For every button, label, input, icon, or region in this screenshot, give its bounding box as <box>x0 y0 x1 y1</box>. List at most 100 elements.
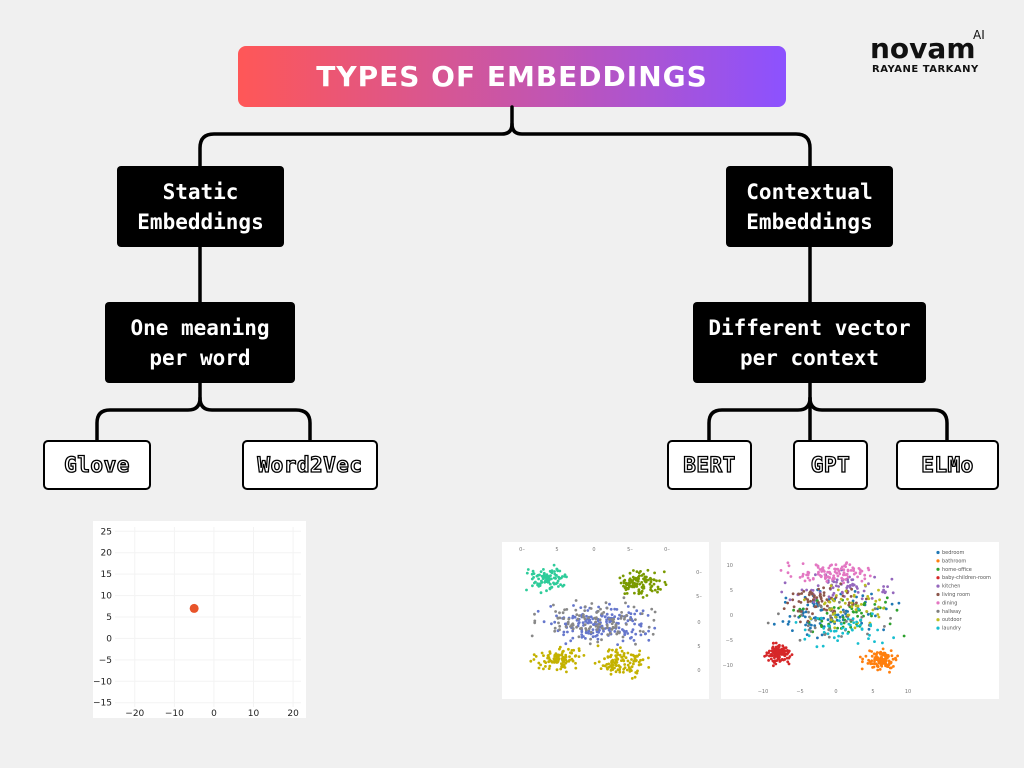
cluster-point <box>881 647 885 651</box>
cluster-point <box>643 579 647 583</box>
cluster-point <box>831 586 835 590</box>
cluster-point <box>620 611 623 614</box>
cluster-point <box>890 602 894 606</box>
cluster-point <box>870 659 874 663</box>
y-tick-label: 10 <box>727 563 733 569</box>
cluster-point <box>641 596 645 599</box>
cluster-point <box>815 645 819 649</box>
cluster-point <box>828 608 832 612</box>
cluster-point <box>565 608 569 611</box>
cluster-point <box>813 605 817 609</box>
cluster-point <box>807 628 811 632</box>
cluster-point <box>807 571 811 575</box>
cluster-point <box>632 569 635 572</box>
cluster-point <box>845 572 849 576</box>
cluster-point <box>552 581 555 585</box>
cluster-point <box>615 608 619 611</box>
cluster-point <box>866 595 870 598</box>
cluster-point <box>625 629 628 633</box>
cluster-point <box>782 607 786 610</box>
cluster-point <box>631 585 635 588</box>
cluster-point <box>850 605 854 609</box>
cluster-point <box>642 572 645 576</box>
cluster-point <box>867 627 871 631</box>
cluster-point <box>567 617 571 621</box>
cluster-point <box>803 615 807 619</box>
cluster-point <box>600 614 604 618</box>
cluster-point <box>571 627 575 631</box>
cluster-point <box>617 622 620 625</box>
cluster-point <box>876 665 880 668</box>
cluster-point <box>531 584 534 588</box>
cluster-point <box>817 570 820 574</box>
cluster-point <box>656 590 659 594</box>
cluster-point <box>787 564 791 568</box>
cluster-point <box>825 608 828 612</box>
cluster-point <box>624 601 627 605</box>
cluster-point <box>549 570 553 574</box>
cluster-point <box>836 574 840 578</box>
cluster-point <box>554 610 557 613</box>
cluster-point <box>822 594 826 597</box>
cluster-point <box>873 607 877 611</box>
cluster-point <box>856 624 859 628</box>
cluster-point <box>851 628 854 632</box>
cluster-point <box>870 614 873 618</box>
cluster-point <box>850 578 854 582</box>
cluster-point <box>564 642 568 646</box>
cluster-point <box>853 590 857 593</box>
cluster-point <box>841 594 845 598</box>
cluster-point <box>806 624 810 628</box>
cluster-point <box>595 611 599 614</box>
cluster-point <box>637 575 640 579</box>
cluster-point <box>834 563 838 567</box>
cluster-point <box>659 588 662 591</box>
cluster-point <box>576 617 580 621</box>
cluster-point <box>555 574 558 577</box>
cluster-point <box>770 649 774 653</box>
cluster-point <box>608 602 611 606</box>
cluster-point <box>832 636 836 640</box>
cluster-point <box>863 601 866 605</box>
cluster-point <box>805 588 808 592</box>
x-tick-label: 0 <box>834 689 837 695</box>
cluster-point <box>808 578 812 582</box>
cluster-point <box>796 609 800 613</box>
cluster-point <box>568 658 571 662</box>
cluster-point <box>787 662 791 666</box>
cluster-point <box>832 599 836 603</box>
cluster-point <box>846 617 850 621</box>
cluster-point <box>887 655 890 658</box>
cluster-point <box>596 625 600 629</box>
cluster-point <box>637 588 641 592</box>
cluster-point <box>591 635 595 639</box>
cluster-point <box>640 612 644 615</box>
cluster-point <box>884 607 888 611</box>
cluster-point <box>861 657 864 661</box>
cluster-point <box>817 603 821 607</box>
y-tick-label: 5 <box>730 588 733 594</box>
cluster-point <box>835 618 839 622</box>
cluster-point <box>787 650 791 654</box>
cluster-point <box>856 591 860 594</box>
connector-static-word2vec <box>198 396 312 442</box>
cluster-point <box>641 658 645 662</box>
cluster-point <box>622 584 625 588</box>
cluster-point <box>648 582 652 586</box>
contextual-meaning-line2: per context <box>739 345 880 370</box>
cluster-point <box>779 569 783 572</box>
legend-label: bedroom <box>942 550 964 556</box>
cluster-point <box>820 619 824 623</box>
cluster-point <box>647 656 650 660</box>
cluster-point <box>781 620 785 623</box>
cluster-point <box>813 626 817 630</box>
cluster-point <box>604 601 608 605</box>
cluster-point <box>827 566 831 570</box>
cluster-point <box>605 663 609 666</box>
cluster-point <box>868 574 872 578</box>
cluster-point <box>542 620 546 624</box>
cluster-point <box>860 579 864 583</box>
cluster-point <box>852 593 856 597</box>
